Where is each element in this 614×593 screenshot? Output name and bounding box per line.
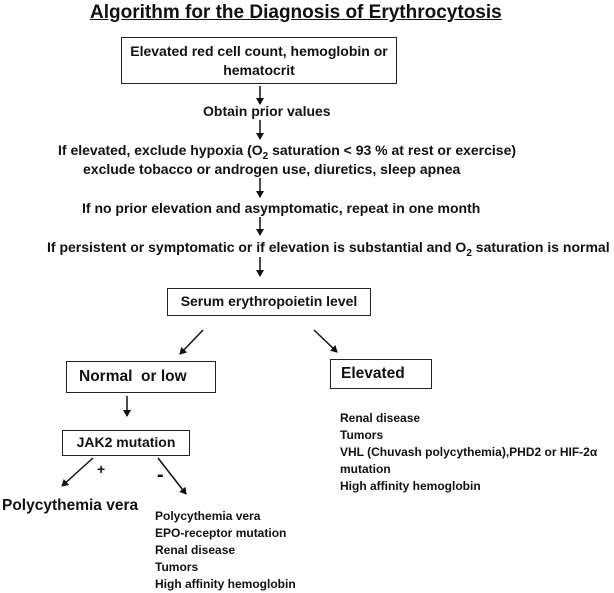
negative-cause-item: Tumors	[155, 560, 199, 574]
arrow-jak2-negative	[157, 457, 187, 495]
polycythemia-vera-result: Polycythemia vera	[2, 497, 139, 514]
elevated-label: Elevated	[341, 365, 405, 382]
negative-cause-item: High affinity hemoglobin	[155, 577, 296, 591]
arrow-jak2-positive	[61, 457, 94, 487]
step-exclude-tobacco: exclude tobacco or androgen use, diureti…	[83, 161, 461, 177]
step-exclude-hypoxia: If elevated, exclude hypoxia (O2 saturat…	[58, 142, 516, 162]
step-persistent-pre: If persistent or symptomatic or if eleva…	[47, 239, 467, 255]
epo-level-label: Serum erythropoietin level	[180, 293, 358, 309]
elevated-count-line1: Elevated red cell count, hemoglobin or	[130, 43, 388, 59]
elevated-count-box: Elevated red cell count, hemoglobin or h…	[121, 37, 397, 84]
elevated-cause-item: High affinity hemoglobin	[340, 479, 481, 493]
step-persistent-sub: 2	[466, 247, 472, 259]
elevated-cause-item: VHL (Chuvash polycythemia),PHD2 or HIF-2…	[340, 445, 598, 459]
arrow-epo-to-elevated	[313, 329, 338, 353]
step-exclude-hypoxia-sub: 2	[262, 150, 269, 162]
jak2-negative-sign: -	[157, 464, 164, 486]
negative-causes-list: Polycythemia vera EPO-receptor mutation …	[155, 508, 296, 593]
jak2-mutation-label: JAK2 mutation	[76, 434, 176, 450]
normal-low-label: Normal or low	[79, 368, 187, 385]
arrow-epo-to-normal	[179, 329, 204, 355]
step-exclude-hypoxia-post: saturation < 93 % at rest or exercise)	[268, 142, 517, 158]
elevated-cause-item: Renal disease	[340, 411, 421, 425]
step-exclude-hypoxia-pre: If elevated, exclude hypoxia (O	[58, 142, 263, 158]
negative-cause-item: EPO-receptor mutation	[155, 526, 287, 540]
negative-cause-item: Renal disease	[155, 543, 236, 557]
normal-low-box: Normal or low	[66, 361, 216, 393]
elevated-causes-list: Renal disease Tumors VHL (Chuvash polycy…	[340, 410, 597, 495]
negative-cause-item: Polycythemia vera	[155, 509, 261, 523]
step-persistent-post: saturation is normal	[471, 239, 610, 255]
elevated-count-line2: hematocrit	[223, 62, 295, 78]
elevated-cause-item: mutation	[340, 462, 391, 476]
step-persistent: If persistent or symptomatic or if eleva…	[47, 239, 610, 259]
elevated-box: Elevated	[330, 359, 432, 389]
diagram-title: Algorithm for the Diagnosis of Erythrocy…	[90, 2, 502, 23]
elevated-cause-item: Tumors	[340, 428, 384, 442]
jak2-mutation-box: JAK2 mutation	[62, 430, 190, 456]
epo-level-box: Serum erythropoietin level	[167, 288, 371, 316]
step-obtain-prior: Obtain prior values	[203, 103, 331, 119]
jak2-positive-sign: +	[97, 461, 106, 477]
step-no-prior-elevation: If no prior elevation and asymptomatic, …	[82, 200, 481, 216]
